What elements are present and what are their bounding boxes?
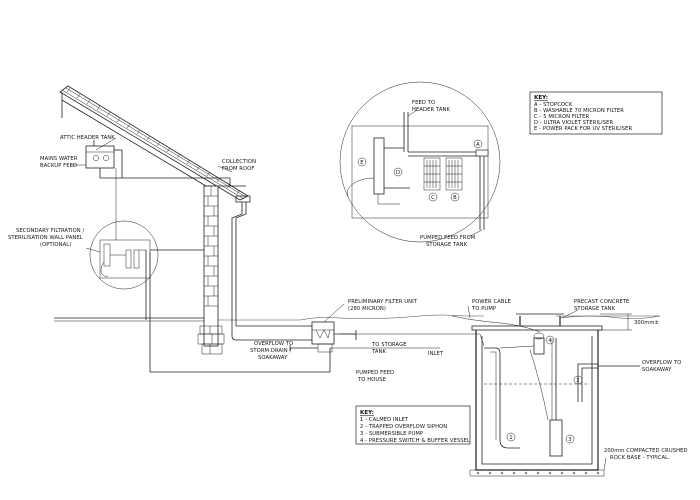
wall-panel-detail (339, 81, 501, 243)
label-overflow-soak-2: SOAKAWAY (642, 367, 672, 373)
svg-text:E: E (360, 160, 363, 166)
marker-c: C (428, 192, 438, 202)
marker-d: D (393, 167, 403, 177)
ground-line (218, 314, 661, 321)
key-letters-item: B - WASHABLE 70 MICRON FILTER (534, 108, 624, 114)
label-depth: 300mm± (634, 320, 659, 326)
key-letters-item: A - STOPCOCK (534, 102, 573, 108)
label-feed-header-1: FEED TO (412, 100, 435, 106)
marker-1: 1 (506, 432, 516, 442)
attic-header-tank (85, 140, 231, 240)
storage-tank (451, 305, 640, 477)
label-mains-water-2: BACKUP FEED (40, 163, 77, 169)
key-letters-item: D - ULTRA VIOLET STERILISER (534, 120, 614, 126)
label-overflow-storm-1: OVERFLOW TO (254, 341, 293, 347)
key-numbers-item: 2 - TRAPPED OVERFLOW SIPHON (360, 424, 447, 430)
label-pumped-storage-1: PUMPED FEED FROM (420, 235, 475, 241)
marker-3: 3 (565, 434, 575, 444)
gutter-downpipe (231, 195, 251, 330)
label-base-2: ROCK BASE - TYPICAL. (610, 455, 670, 461)
label-collection-2: FROM ROOF (222, 166, 254, 172)
key-letters-box: KEY: A - STOPCOCK B - WASHABLE 70 MICRON… (529, 91, 663, 135)
label-inlet: INLET (428, 351, 444, 357)
label-attic-header-tank: ATTIC HEADER TANK (60, 135, 115, 141)
key-numbers-item: 1 - CALMED INLET (360, 417, 409, 423)
svg-text:C: C (431, 195, 435, 201)
label-feed-header-2: HEADER TANK (412, 107, 450, 113)
label-preliminary-2: (280 MICRON) (348, 306, 386, 312)
storage-inlet-pipe (340, 333, 485, 347)
preliminary-filter-unit (231, 321, 357, 353)
secondary-filtration-detail (89, 220, 204, 372)
label-to-storage-1: TO STORAGE (371, 342, 407, 348)
key-numbers-item: 3 - SUBMERSIBLE PUMP (360, 431, 423, 437)
svg-text:A: A (476, 142, 480, 148)
label-base-1: 200mm COMPACTED CRUSHED (604, 448, 688, 454)
label-power-cable-1: POWER CABLE (472, 299, 511, 305)
key-numbers-title: KEY: (360, 410, 374, 416)
label-power-cable-2: TO PUMP (471, 306, 496, 312)
label-pumped-storage-2: STORAGE TANK (426, 242, 468, 248)
label-preliminary-1: PRELIMINARY FILTER UNIT (348, 299, 418, 305)
pumped-feed-house-pipe (150, 347, 440, 373)
key-letters-title: KEY: (534, 95, 548, 101)
label-secondary-3: (OPTIONAL) (40, 242, 71, 248)
roof (59, 85, 249, 201)
svg-text:D: D (396, 170, 400, 176)
marker-a: A (473, 139, 483, 149)
svg-text:B: B (453, 195, 457, 201)
label-overflow-storm-2: STORM DRAIN / (250, 348, 291, 354)
label-precast-2: STORAGE TANK (574, 306, 616, 312)
label-pumped-house-1: PUMPED FEED (356, 370, 394, 376)
label-overflow-soak-1: OVERFLOW TO (642, 360, 681, 366)
marker-4: 4 (545, 335, 555, 345)
house-wall (54, 185, 225, 355)
svg-text:4: 4 (548, 338, 552, 344)
marker-b: B (450, 192, 460, 202)
label-to-storage-2: TANK (371, 349, 386, 355)
label-mains-water-1: MAINS WATER (40, 156, 78, 162)
key-numbers-item: 4 - PRESSURE SWITCH & BUFFER VESSEL (360, 438, 470, 444)
key-letters-item: C - 5 MICRON FILTER (534, 114, 590, 120)
label-secondary-2: STERILISATION WALL PANEL (8, 235, 83, 241)
label-overflow-storm-3: SOAKAWAY (258, 355, 288, 361)
label-collection-1: COLLECTION (222, 159, 256, 165)
label-secondary-1: SECONDARY FILTRATION / (16, 228, 85, 234)
key-letters-item: E - POWER PACK FOR UV STERILISER (534, 126, 633, 132)
label-pumped-house-2: TO HOUSE (357, 377, 386, 383)
label-precast-1: PRECAST CONCRETE (574, 299, 629, 305)
svg-text:3: 3 (568, 437, 571, 443)
svg-text:1: 1 (509, 435, 512, 441)
marker-e: E (357, 157, 367, 167)
marker-2: 2 (573, 375, 583, 385)
leader-lines (85, 137, 345, 323)
svg-text:2: 2 (576, 378, 579, 384)
key-numbers-box: KEY: 1 - CALMED INLET 2 - TRAPPED OVERFL… (355, 405, 471, 445)
